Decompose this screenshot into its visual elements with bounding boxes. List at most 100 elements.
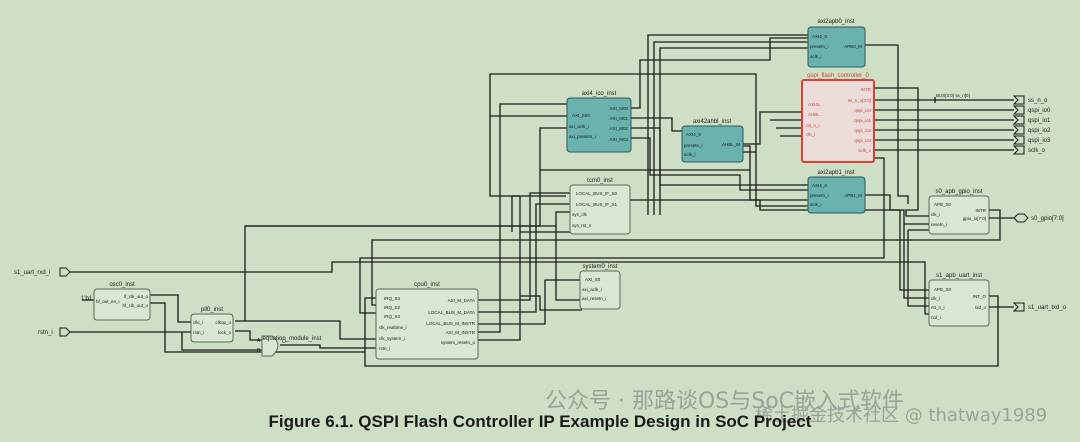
axi42ahbl-title: axi42ahbl_inst bbox=[693, 119, 732, 125]
port-label: hf_clk_out_o bbox=[122, 303, 148, 308]
wire bbox=[511, 195, 520, 232]
port-label: hf_out_en_i bbox=[96, 299, 120, 304]
wire bbox=[630, 117, 686, 132]
port-label: INTR bbox=[861, 87, 872, 92]
port-label: qspi_io1 bbox=[854, 118, 871, 123]
port-label: txd_o bbox=[975, 305, 987, 310]
uart-block bbox=[928, 279, 990, 327]
wire bbox=[478, 103, 567, 333]
port-label: axi_aclk_i bbox=[569, 124, 589, 129]
port-label: axi_presetn_i bbox=[569, 134, 596, 139]
port-label: sys_clk bbox=[572, 212, 588, 217]
wire bbox=[364, 295, 999, 367]
port-label: presetn_i bbox=[810, 193, 829, 198]
osc0-block bbox=[93, 288, 151, 321]
axi2apb1-block bbox=[807, 176, 866, 214]
port-label: INTR bbox=[976, 208, 987, 213]
port-label: rst_n_i bbox=[806, 123, 820, 128]
port-label: O bbox=[282, 339, 286, 345]
wire bbox=[235, 330, 262, 341]
cpu0-block bbox=[375, 288, 479, 360]
port-label: IRQ_S3 bbox=[384, 314, 401, 319]
axi4-ico-title: axi4_ico_inst bbox=[582, 91, 617, 97]
gpio-title: s0_apb_gpio_inst bbox=[935, 189, 982, 195]
io-qspi-io0: qspi_io0 bbox=[1028, 108, 1051, 114]
axi4-ico-block bbox=[566, 97, 632, 153]
port-label: AXI_M_DATA bbox=[448, 298, 475, 303]
io-sclk: sclk_o bbox=[1028, 148, 1046, 154]
io-gpio: s0_gpio[7:0] bbox=[1031, 216, 1064, 222]
wire bbox=[371, 209, 1001, 306]
port-label: axi_resetn_i bbox=[582, 296, 606, 301]
cpu0-title: cpu0_inst bbox=[414, 282, 440, 288]
io-ss-n: ss_n_o bbox=[1028, 98, 1048, 104]
io-qspi-io1: qspi_io1 bbox=[1028, 118, 1051, 124]
wire bbox=[742, 111, 804, 145]
port-label: B bbox=[257, 348, 261, 354]
port-label: axi_aclk_i bbox=[582, 287, 602, 292]
port-label: A bbox=[257, 338, 261, 344]
port-label: APB_S0 bbox=[934, 202, 952, 207]
wire bbox=[600, 199, 930, 225]
wire bbox=[520, 295, 582, 311]
port-label: IRQ_S2 bbox=[384, 305, 401, 310]
osc0-title: osc0_inst bbox=[109, 282, 135, 288]
port-label: aclk_i bbox=[684, 152, 696, 157]
axi42ahbl-block bbox=[681, 125, 744, 163]
port-marker-io1 bbox=[1012, 115, 1025, 125]
port-label: clk_realtime_i bbox=[379, 325, 407, 330]
port-label: aclk_i bbox=[810, 54, 822, 59]
wire bbox=[647, 34, 812, 215]
wire bbox=[630, 127, 812, 186]
pll0-title: pll0_inst bbox=[201, 307, 223, 313]
tcm0-block bbox=[569, 184, 631, 235]
wire bbox=[181, 332, 262, 351]
figure-caption: Figure 6.1. QSPI Flash Controller IP Exa… bbox=[268, 412, 812, 431]
wire bbox=[478, 192, 572, 301]
wire bbox=[478, 195, 566, 341]
port-label: INT_O bbox=[973, 294, 987, 299]
port-label: APB_S0 bbox=[934, 287, 952, 292]
port-label: AHBL_M bbox=[722, 142, 740, 147]
port-label: qspi_io2 bbox=[854, 128, 871, 133]
port-label: LOCAL_BUS_IF_S1 bbox=[576, 202, 618, 207]
qspi-flash-controller-block bbox=[801, 79, 875, 163]
port-label: AXI4_S bbox=[812, 34, 827, 39]
port-label: AXI_M00 bbox=[609, 106, 628, 111]
port-label: clkop_o bbox=[215, 320, 231, 325]
watermark-line2: 稀土掘金技术社区 @ thatway1989 bbox=[755, 405, 1048, 426]
port-label: aclk_i bbox=[810, 202, 822, 207]
pll0-block bbox=[190, 313, 234, 343]
wire bbox=[478, 279, 582, 325]
port-marker-io2 bbox=[1012, 125, 1025, 135]
port-label: presetn_i bbox=[684, 143, 703, 148]
uart-title: s1_apb_uart_inst bbox=[936, 273, 982, 279]
wire bbox=[245, 320, 380, 340]
port-marker-gpio bbox=[1013, 213, 1029, 223]
port-label: resetn_i bbox=[931, 222, 947, 227]
io-bus-label: BUS[3:0] ss_n[0] bbox=[936, 93, 970, 98]
wire bbox=[630, 137, 812, 191]
port-label: AXI_S00 bbox=[572, 113, 590, 118]
port-label: clk_i bbox=[806, 132, 815, 137]
labels: axi2apb0_inst axi4_ico_inst axi42ahbl_in… bbox=[14, 19, 1067, 354]
axi2apb0-block bbox=[807, 26, 866, 68]
port-label: clk_i bbox=[931, 296, 940, 301]
port-label: LOCAL_BUS_M_INSTR bbox=[426, 321, 476, 326]
wire bbox=[478, 203, 572, 313]
port-label: rst_n_i bbox=[931, 305, 945, 310]
port-marker-io3 bbox=[1012, 135, 1025, 145]
port-label: AXI4_S bbox=[812, 183, 827, 188]
port-label: AXI4L bbox=[808, 102, 821, 107]
system0-block bbox=[579, 270, 621, 310]
port-label: sys_rst_n bbox=[572, 223, 592, 228]
wire bbox=[630, 37, 812, 109]
port-label: rxd_i bbox=[931, 315, 941, 320]
wire bbox=[70, 261, 930, 315]
port-label: LOCAL_BUS_IF_S0 bbox=[576, 191, 618, 196]
port-label: AXI_M01 bbox=[609, 116, 628, 121]
port-marker-io0 bbox=[1012, 105, 1025, 115]
port-label: clki_i bbox=[193, 320, 203, 325]
